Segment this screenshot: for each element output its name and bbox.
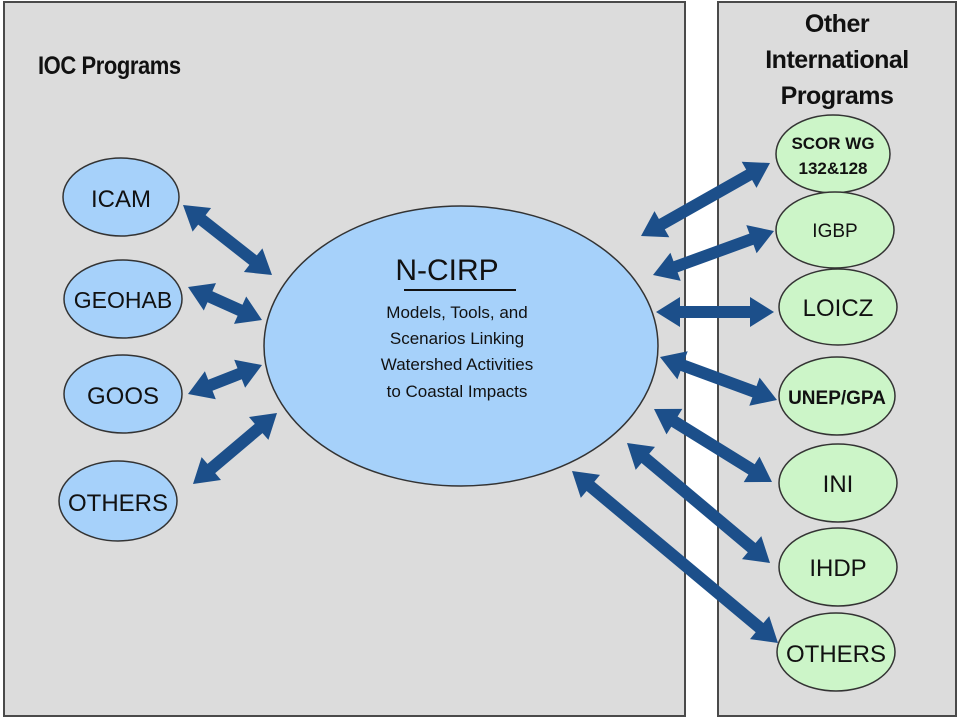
ini-ellipse: [778, 443, 898, 523]
arrow-igbp-to-n-cirp: [653, 225, 774, 281]
ioc-node-goos[interactable]: GOOS: [63, 354, 183, 434]
ini-label: INI: [823, 471, 854, 498]
loicz-label: LOICZ: [803, 295, 874, 322]
arrow-geohab-to-n-cirp: [188, 283, 262, 324]
ioc-programs-title: IOC Programs: [38, 52, 181, 80]
ioc-node-icam[interactable]: ICAM: [62, 157, 180, 237]
icam-label: ICAM: [91, 186, 151, 213]
n-cirp-ellipse: [263, 205, 659, 487]
loicz-ellipse: [778, 268, 898, 346]
geohab-label: GEOHAB: [74, 287, 172, 313]
geohab-ellipse: [63, 259, 183, 339]
arrow-ini-to-n-cirp: [654, 408, 772, 483]
arrow-ihdp-to-n-cirp: [627, 443, 770, 563]
igbp-ellipse: [775, 191, 895, 269]
arrow-unep-gpa-to-n-cirp: [660, 351, 777, 406]
goos-label: GOOS: [87, 383, 159, 410]
icam-ellipse: [62, 157, 180, 237]
n-cirp-node[interactable]: N-CIRP Models, Tools, and Scenarios Link…: [263, 205, 659, 487]
arrows-layer: [183, 161, 778, 643]
ioc-node-others[interactable]: OTHERS: [58, 460, 178, 542]
arrow-scor-wg-to-n-cirp: [641, 161, 770, 238]
intl-others-ellipse: [776, 612, 896, 692]
intl-node-igbp[interactable]: IGBP: [775, 191, 895, 269]
unep-gpa-label: UNEP/GPA: [788, 388, 886, 409]
nodes-layer: N-CIRP Models, Tools, and Scenarios Link…: [58, 114, 898, 692]
n-cirp-description-line: Watershed Activities: [381, 355, 533, 374]
right-title-line: International: [765, 46, 909, 74]
goos-ellipse: [63, 354, 183, 434]
arrow-goos-to-n-cirp: [188, 359, 262, 400]
unep-gpa-ellipse: [778, 356, 896, 436]
right-title-line: Other: [804, 10, 870, 38]
ioc-node-geohab[interactable]: GEOHAB: [63, 259, 183, 339]
intl-node-loicz[interactable]: LOICZ: [778, 268, 898, 346]
arrow-ioc-others-to-n-cirp: [193, 413, 277, 484]
intl-node-scor-wg[interactable]: SCOR WG 132&128: [775, 114, 891, 194]
intl-node-ini[interactable]: INI: [778, 443, 898, 523]
ihdp-label: IHDP: [809, 555, 866, 582]
n-cirp-description-line: Scenarios Linking: [390, 329, 524, 348]
ihdp-ellipse: [778, 527, 898, 607]
arrow-intl-others-to-n-cirp: [572, 471, 778, 643]
scor-wg-label-line: SCOR WG: [791, 134, 874, 153]
intl-others-label: OTHERS: [786, 641, 886, 668]
ioc-others-ellipse: [58, 460, 178, 542]
igbp-label: IGBP: [812, 221, 857, 242]
scor-wg-ellipse: [775, 114, 891, 194]
arrow-loicz-to-n-cirp: [656, 297, 774, 327]
intl-node-unep-gpa[interactable]: UNEP/GPA: [778, 356, 896, 436]
ioc-others-label: OTHERS: [68, 490, 168, 517]
scor-wg-label-line: 132&128: [798, 159, 867, 178]
n-cirp-description-line: Models, Tools, and: [386, 303, 527, 322]
n-cirp-description-line: to Coastal Impacts: [387, 382, 528, 401]
arrow-icam-to-n-cirp: [183, 205, 272, 275]
other-international-programs-title: Other International Programs: [717, 6, 957, 114]
intl-node-ihdp[interactable]: IHDP: [778, 527, 898, 607]
n-cirp-title: N-CIRP: [395, 254, 498, 287]
intl-node-others[interactable]: OTHERS: [776, 612, 896, 692]
right-title-line: Programs: [780, 82, 894, 110]
